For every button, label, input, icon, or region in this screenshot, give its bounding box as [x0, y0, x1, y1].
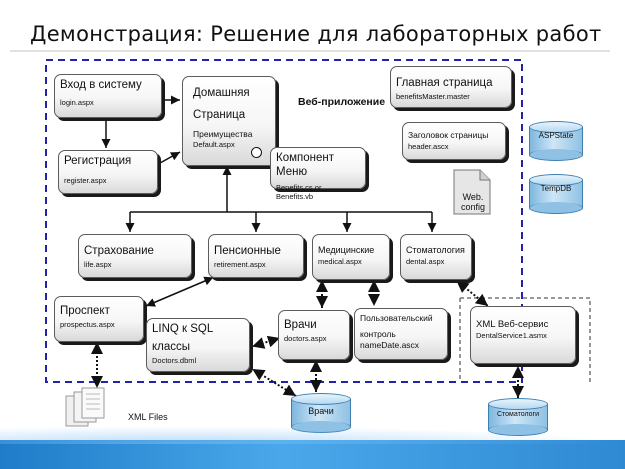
- home-line3: Преимущества: [193, 129, 253, 139]
- linq-line1: LINQ к SQL: [152, 323, 214, 335]
- slide-title: Демонстрация: Решение для лабораторных р…: [30, 22, 602, 46]
- login-file: login.aspx: [60, 98, 94, 107]
- pension-title: Пенсионные: [214, 245, 281, 257]
- insurance-box[interactable]: Страхование life.aspx: [78, 234, 192, 278]
- home-line2: Страница: [193, 109, 246, 121]
- xmlws-file: DentalService1.asmx: [476, 331, 547, 340]
- prospectus-file: prospectus.aspx: [60, 320, 115, 329]
- register-file: register.aspx: [64, 176, 107, 185]
- web-app-label: Веб-приложение: [298, 96, 386, 108]
- doctors-db-label: Врачи: [308, 406, 334, 416]
- usercontrol-line1: Пользовательский: [360, 313, 433, 323]
- xml-files-icon: [65, 387, 105, 427]
- xml-files-stack: [64, 386, 124, 434]
- pension-box[interactable]: Пенсионные retirement.aspx: [208, 234, 304, 278]
- dental-box[interactable]: Стоматология dental.aspx: [400, 234, 472, 280]
- doctors-box[interactable]: Врачи doctors.aspx: [278, 310, 350, 360]
- menu-box[interactable]: Компонент Меню Benefits.cs or Benefits.v…: [270, 147, 366, 201]
- title-divider: [10, 50, 610, 52]
- web-service-boundary: [459, 297, 591, 382]
- web-config-document: Web. config: [452, 168, 492, 216]
- register-box[interactable]: Регистрация register.aspx: [58, 150, 158, 194]
- pension-file: retirement.aspx: [214, 260, 266, 269]
- tempdb-db: TempDB: [529, 174, 583, 214]
- bottom-decoration-band: [0, 426, 625, 469]
- medical-file: medical.aspx: [318, 257, 362, 266]
- tempdb-label: TempDB: [540, 184, 572, 193]
- document-icon: [453, 169, 491, 215]
- home-file: Default.aspx: [193, 140, 235, 149]
- menu-file: Benefits.cs or Benefits.vb: [276, 183, 322, 201]
- linq-line2: классы: [152, 341, 191, 353]
- master-title: Главная страница: [396, 77, 493, 89]
- master-file: benefitsMaster.master: [396, 92, 470, 101]
- insurance-file: life.aspx: [84, 260, 112, 269]
- arrow-linq-db: [252, 368, 297, 397]
- dental-title: Стоматология: [406, 245, 465, 255]
- header-file: header.ascx: [408, 142, 449, 151]
- dentists-db-label: Стоматологи: [496, 411, 539, 418]
- medical-box[interactable]: Медицинские medical.aspx: [312, 234, 390, 280]
- interface-lollipop: [251, 147, 262, 158]
- arrow-pension-prospectus: [145, 276, 214, 307]
- arrow-register-home: [159, 151, 181, 164]
- doctors-file: doctors.aspx: [284, 334, 327, 343]
- usercontrol-box[interactable]: Пользовательский контроль nameDate.ascx: [354, 308, 448, 360]
- linq-file: Doctors.dbml: [152, 356, 197, 365]
- arrow-linq-doctors: [252, 335, 281, 349]
- linq-box[interactable]: LINQ к SQL классы Doctors.dbml: [146, 318, 250, 372]
- login-box[interactable]: Вход в систему login.aspx: [54, 74, 162, 118]
- prospectus-title: Проспект: [60, 305, 110, 317]
- doctors-title: Врачи: [284, 319, 317, 331]
- usercontrol-line2: контроль: [360, 329, 396, 339]
- web-config-line1: Web.: [462, 192, 484, 202]
- register-title: Регистрация: [64, 155, 132, 167]
- medical-title: Медицинские: [318, 245, 375, 255]
- menu-title: Компонент Меню: [276, 152, 334, 178]
- login-title: Вход в систему: [60, 79, 142, 91]
- arrow-dental-xmlws: [456, 280, 489, 307]
- home-line1: Домашняя: [193, 87, 250, 99]
- dental-file: dental.aspx: [406, 257, 445, 266]
- xmlws-title: XML Веб-сервис: [476, 319, 549, 330]
- usercontrol-file: nameDate.ascx: [360, 340, 420, 350]
- insurance-title: Страхование: [84, 245, 154, 257]
- aspstate-db: ASPState: [529, 121, 583, 161]
- header-title: Заголовок страницы: [408, 130, 489, 140]
- xml-webservice-box[interactable]: XML Веб-сервис DentalService1.asmx: [470, 306, 576, 364]
- master-box[interactable]: Главная страница benefitsMaster.master: [390, 66, 512, 108]
- header-box[interactable]: Заголовок страницы header.ascx: [402, 122, 506, 160]
- xml-files-label: XML Files: [128, 412, 168, 422]
- prospectus-box[interactable]: Проспект prospectus.aspx: [54, 296, 144, 342]
- aspstate-label: ASPState: [538, 131, 574, 140]
- web-config-line2: config: [460, 202, 486, 212]
